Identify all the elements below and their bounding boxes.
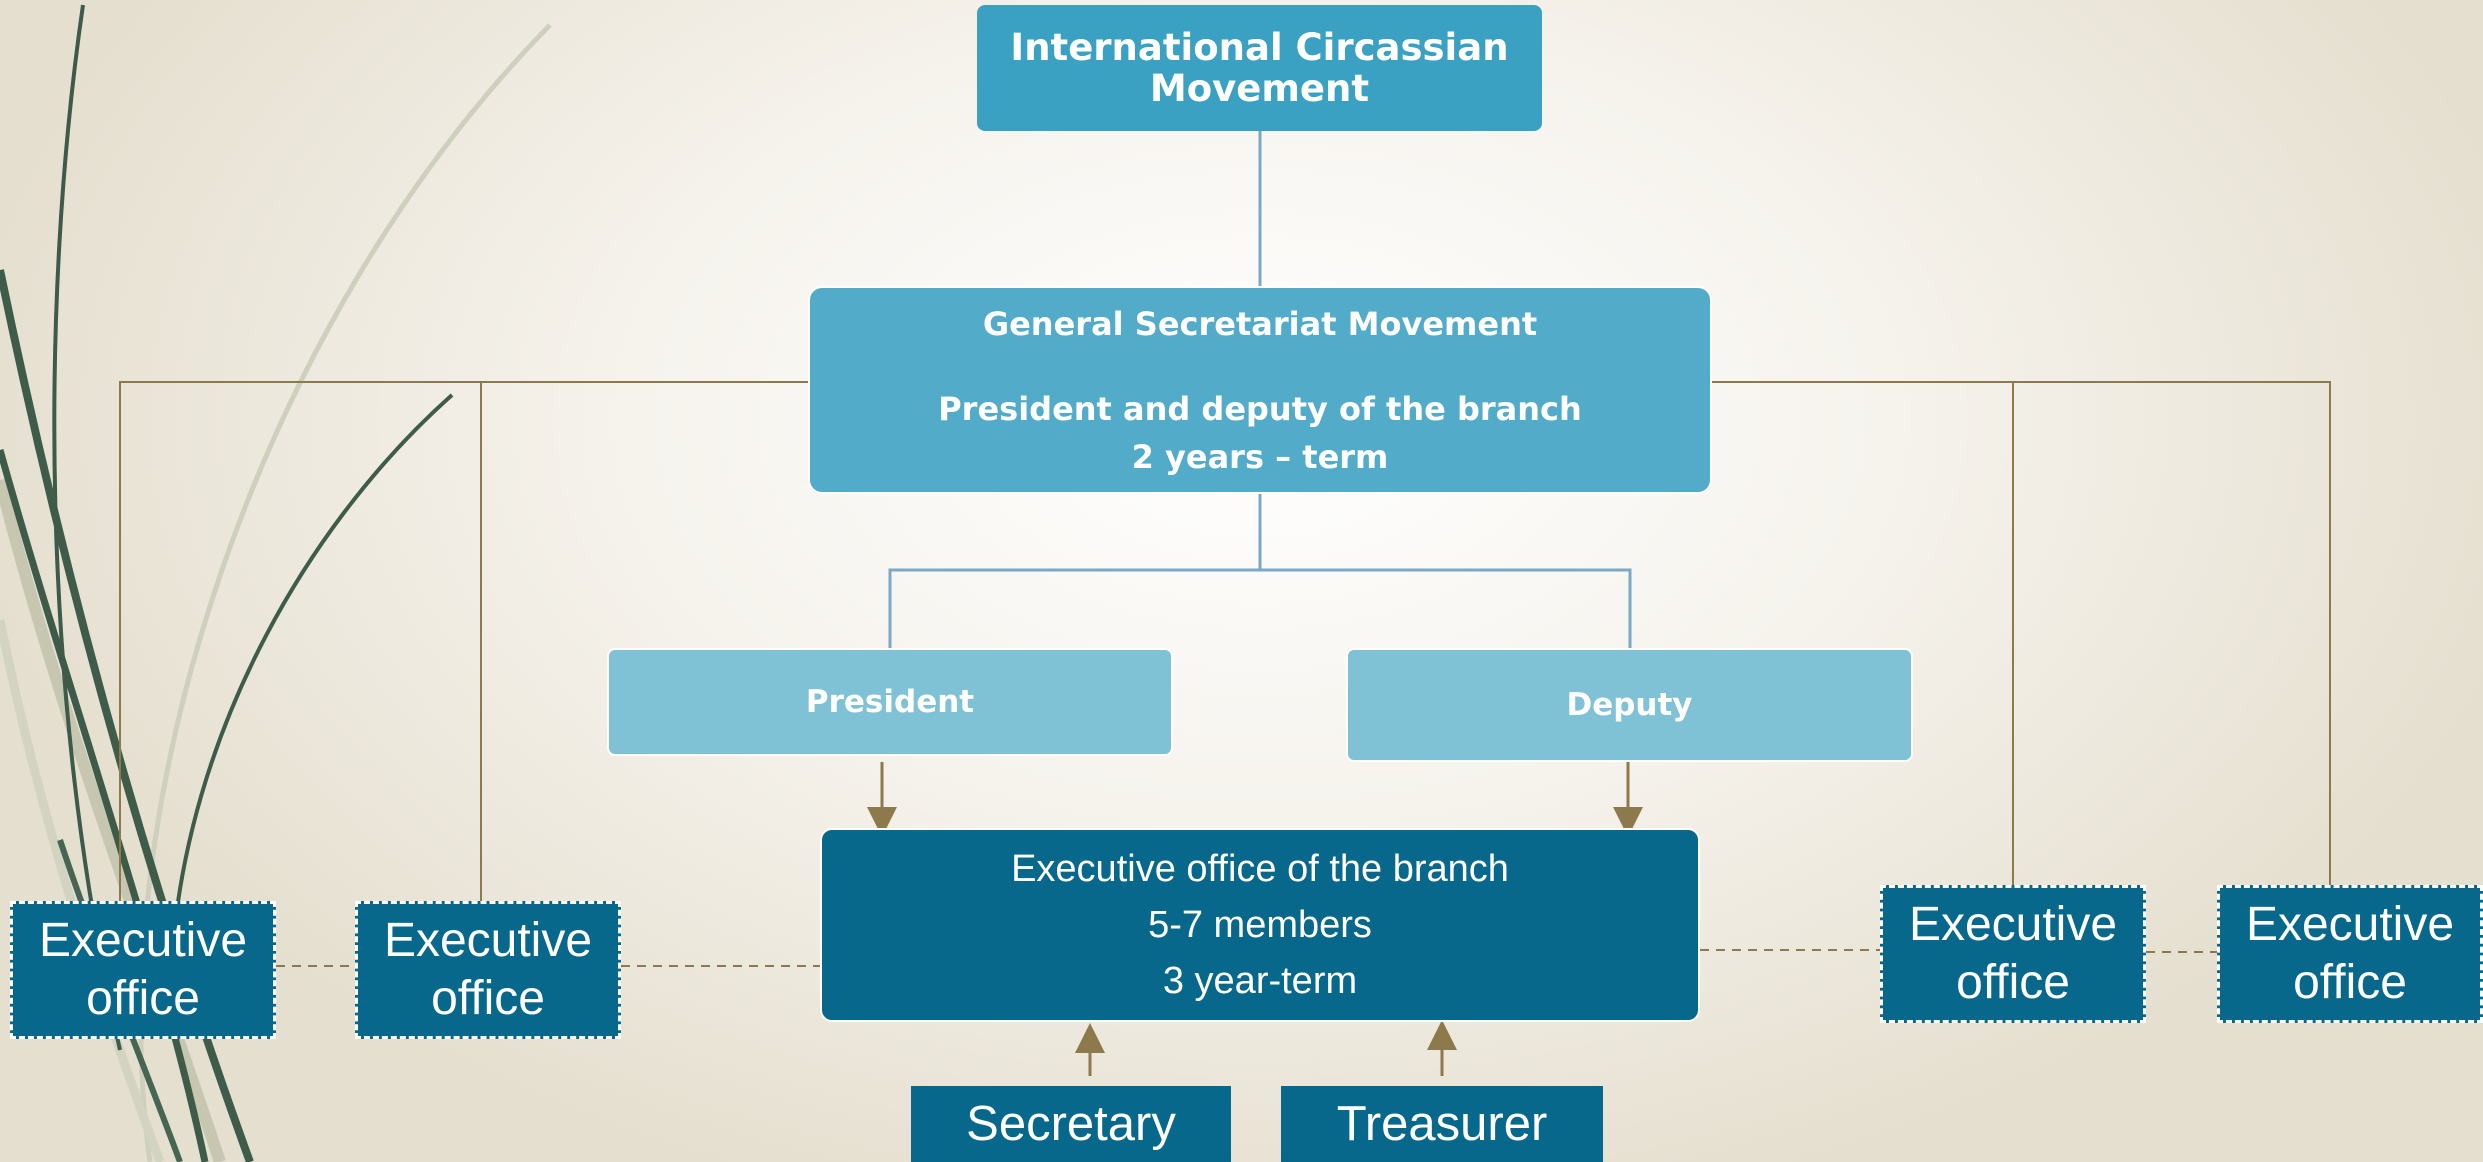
dashed-link-right-offices: [1700, 949, 2217, 953]
connector-secretariat-to-left-offices: [119, 381, 808, 901]
general-secretariat-line-2: President and deputy of the branch: [938, 390, 1582, 428]
general-secretariat-box: General Secretariat Movement President a…: [808, 286, 1712, 494]
executive-office-box-3: Executive office: [1880, 885, 2146, 1023]
president-box: President: [607, 648, 1173, 756]
executive-office-box-4: Executive office: [2217, 885, 2483, 1023]
international-circassian-movement-box: International Circassian Movement: [977, 5, 1542, 131]
secretary-box: Secretary: [911, 1086, 1231, 1162]
executive-office-1-line-2: office: [86, 972, 200, 1025]
general-secretariat-line-3: 2 years – term: [1131, 438, 1389, 476]
deputy-label: Deputy: [1566, 687, 1693, 723]
executive-office-box-2: Executive office: [355, 901, 621, 1039]
top-box-line-2: Movement: [1149, 67, 1370, 110]
grass-stem-light-1: [0, 478, 226, 1162]
executive-branch-line-1: Executive office of the branch: [1011, 848, 1509, 890]
executive-office-3-line-1: Executive: [1908, 898, 2118, 951]
executive-office-2-line-1: Executive: [383, 914, 593, 967]
treasurer-box: Treasurer: [1281, 1086, 1603, 1162]
connector-secretariat-to-president-deputy: [888, 494, 1632, 648]
executive-office-3-line-2: office: [1956, 956, 2070, 1009]
secretary-label: Secretary: [966, 1097, 1176, 1151]
general-secretariat-title: General Secretariat Movement: [982, 305, 1538, 343]
executive-office-branch-box: Executive office of the branch 5-7 membe…: [820, 828, 1700, 1022]
executive-office-4-line-2: office: [2293, 956, 2407, 1009]
president-label: President: [805, 684, 975, 720]
executive-office-4-line-1: Executive: [2245, 898, 2455, 951]
executive-office-1-line-1: Executive: [38, 914, 248, 967]
executive-branch-line-2: 5-7 members: [1148, 904, 1372, 946]
top-box-line-1: International Circassian: [1010, 26, 1509, 69]
grass-stem-dark-3: [0, 449, 209, 1162]
deputy-box: Deputy: [1346, 648, 1913, 762]
executive-office-2-line-2: office: [431, 972, 545, 1025]
executive-branch-line-3: 3 year-term: [1162, 960, 1358, 1002]
treasurer-label: Treasurer: [1336, 1097, 1548, 1151]
executive-office-box-1: Executive office: [10, 901, 276, 1039]
connector-secretariat-to-right-offices: [1712, 381, 2331, 885]
